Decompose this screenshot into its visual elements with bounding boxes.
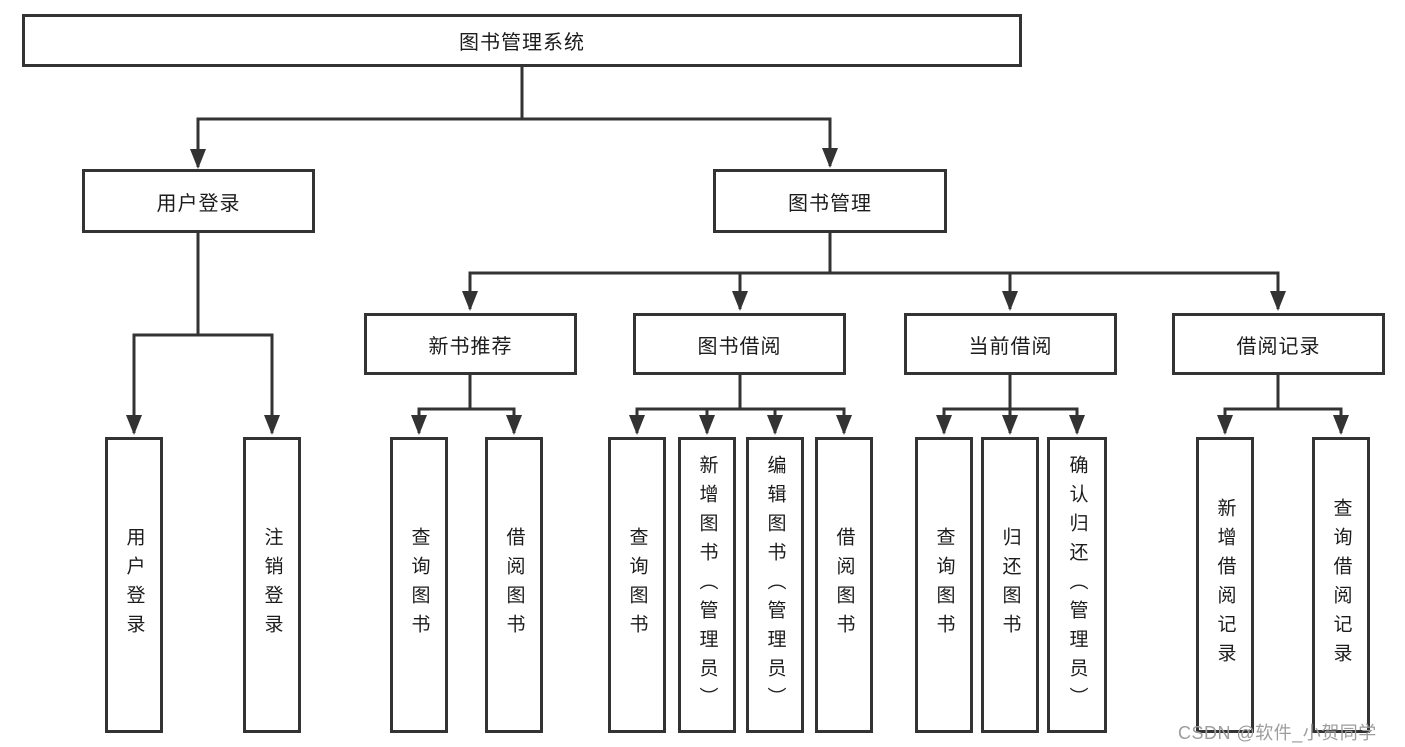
leaf-add-borrow-record-label: 新增借阅记录 xyxy=(1214,498,1236,672)
node-borrowing-records-label: 借阅记录 xyxy=(1236,335,1321,358)
leaf-borrow-books-2: 借阅图书 xyxy=(815,437,873,733)
leaf-return-books: 归还图书 xyxy=(981,437,1039,733)
node-book-borrowing: 图书借阅 xyxy=(633,313,846,375)
leaf-query-books-1-label: 查询图书 xyxy=(408,527,430,643)
leaf-add-books-admin: 新增图书（管理员） xyxy=(678,437,736,733)
leaf-logout-label: 注销登录 xyxy=(261,527,283,643)
leaf-confirm-return-admin: 确认归还（管理员） xyxy=(1047,437,1107,733)
leaf-user-login: 用户登录 xyxy=(105,437,163,733)
node-borrowing-records: 借阅记录 xyxy=(1172,313,1385,375)
leaf-logout: 注销登录 xyxy=(243,437,301,733)
node-book-management-branch-label: 图书管理 xyxy=(788,192,872,215)
leaf-return-books-label: 归还图书 xyxy=(999,527,1021,643)
node-current-borrowing: 当前借阅 xyxy=(904,313,1117,375)
leaf-query-borrow-record: 查询借阅记录 xyxy=(1312,437,1370,733)
node-user-login-branch: 用户登录 xyxy=(82,169,315,233)
leaf-query-books-1: 查询图书 xyxy=(390,437,448,733)
node-book-borrowing-label: 图书借阅 xyxy=(697,335,782,358)
leaf-query-books-2-label: 查询图书 xyxy=(626,527,648,643)
node-new-book-recommend: 新书推荐 xyxy=(364,313,577,375)
leaf-borrow-books-2-label: 借阅图书 xyxy=(833,527,855,643)
leaf-edit-books-admin-label: 编辑图书（管理员） xyxy=(764,454,786,716)
leaf-query-books-3: 查询图书 xyxy=(915,437,973,733)
watermark: CSDN @软件_小贺同学 xyxy=(1178,723,1377,743)
leaf-user-login-label: 用户登录 xyxy=(123,527,145,643)
node-book-management-branch: 图书管理 xyxy=(713,169,947,233)
leaf-add-books-admin-label: 新增图书（管理员） xyxy=(696,454,718,716)
leaf-confirm-return-admin-label: 确认归还（管理员） xyxy=(1066,454,1088,716)
leaf-edit-books-admin: 编辑图书（管理员） xyxy=(746,437,804,733)
node-root-label: 图书管理系统 xyxy=(459,32,585,54)
leaf-add-borrow-record: 新增借阅记录 xyxy=(1196,437,1254,733)
node-user-login-branch-label: 用户登录 xyxy=(156,192,241,215)
leaf-borrow-books-1-label: 借阅图书 xyxy=(503,527,525,643)
node-new-book-recommend-label: 新书推荐 xyxy=(428,335,513,358)
node-current-borrowing-label: 当前借阅 xyxy=(968,335,1053,358)
leaf-borrow-books-1: 借阅图书 xyxy=(485,437,543,733)
leaf-query-borrow-record-label: 查询借阅记录 xyxy=(1330,498,1352,672)
node-root: 图书管理系统 xyxy=(22,14,1022,67)
leaf-query-books-2: 查询图书 xyxy=(608,437,666,733)
leaf-query-books-3-label: 查询图书 xyxy=(933,527,955,643)
